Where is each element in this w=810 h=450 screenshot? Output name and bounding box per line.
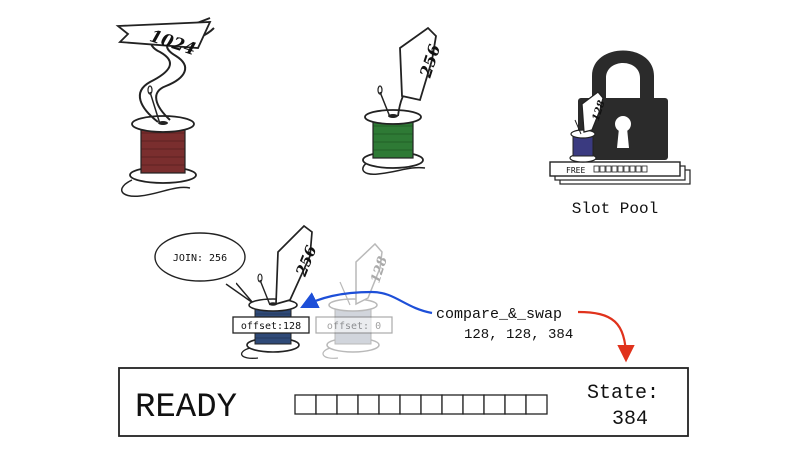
slot-pool-free-label: FREE <box>566 166 585 175</box>
status-slot-row <box>294 394 548 415</box>
slot-pool-free-slots <box>593 165 648 173</box>
status-slot <box>294 394 317 415</box>
status-slot <box>336 394 359 415</box>
status-state-value: 384 <box>612 408 648 431</box>
lock-shackle-icon <box>592 50 654 102</box>
status-slot <box>399 394 422 415</box>
cas-label: compare_&_swap <box>436 306 562 323</box>
spool-blue: 256 <box>240 224 321 359</box>
offset-tag-blue: offset:128 <box>232 316 310 334</box>
status-slot <box>483 394 506 415</box>
cas-arrow-to-state <box>577 310 635 363</box>
slot-pool-title: Slot Pool <box>572 200 658 218</box>
status-bar: READY State: 384 <box>118 367 689 437</box>
status-slot <box>441 394 464 415</box>
status-slot <box>504 394 527 415</box>
status-state-word: READY <box>135 389 237 427</box>
join-speech-bubble: JOIN: 256 <box>154 232 254 304</box>
status-slot <box>378 394 401 415</box>
status-state-label: State: <box>587 382 659 405</box>
spool-green: 256 <box>362 26 444 175</box>
offset-tag-ghost-label: offset: 0 <box>327 321 381 332</box>
offset-tag-ghost: offset: 0 <box>315 316 393 334</box>
slot-pool: FREE 128 Slot Pool <box>549 50 691 218</box>
status-slot <box>315 394 338 415</box>
offset-tag-blue-label: offset:128 <box>241 321 301 332</box>
join-bubble-text: JOIN: 256 <box>173 253 227 264</box>
spool-ghost: 128 <box>322 242 391 359</box>
status-slot <box>525 394 548 415</box>
spool-red: 1024 <box>115 17 215 197</box>
status-slot <box>420 394 443 415</box>
cas-args: 128, 128, 384 <box>464 327 573 343</box>
status-slot <box>462 394 485 415</box>
status-slot <box>357 394 380 415</box>
cas-arrow-to-spool <box>300 290 433 315</box>
